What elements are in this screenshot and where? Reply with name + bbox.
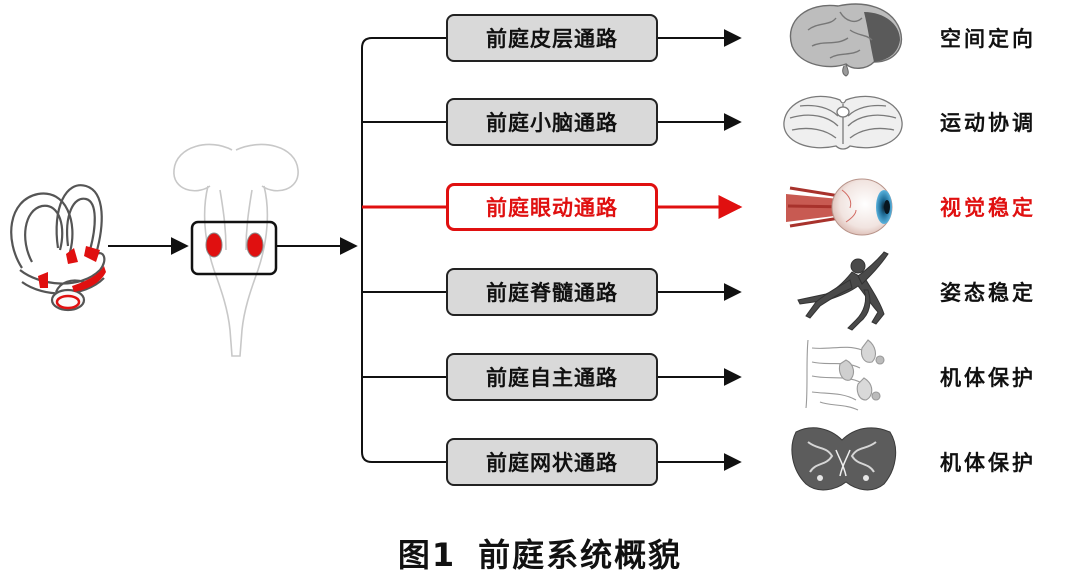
vestibular-nucleus-right [246, 232, 264, 258]
function-label-5: 机体保护 [940, 365, 1036, 390]
figure-title: 前庭系统概貌 [478, 536, 683, 574]
eye-icon [786, 178, 893, 236]
branch-trunk [361, 37, 446, 463]
vestibular-nuclei-box [190, 220, 278, 276]
figure-number: 图1 [397, 536, 457, 574]
figure-caption: 图1 前庭系统概貌 [0, 528, 1080, 578]
pathway-box-2: 前庭小脑通路 [446, 98, 658, 146]
inner-ear-highlight [38, 246, 106, 310]
function-label-3: 视觉稳定 [940, 195, 1036, 220]
pathway-box-4: 前庭脊髓通路 [446, 268, 658, 316]
pathway-box-6: 前庭网状通路 [446, 438, 658, 486]
pathway-box-1: 前庭皮层通路 [446, 14, 658, 62]
pathway-box-5: 前庭自主通路 [446, 353, 658, 401]
vestibular-nucleus-left [205, 232, 223, 258]
function-label-4: 姿态稳定 [940, 280, 1036, 305]
cerebellum-icon [783, 95, 903, 150]
running-figure-icon [797, 251, 889, 331]
brain-icon [789, 3, 903, 77]
function-label-1: 空间定向 [940, 26, 1036, 51]
function-label-6: 机体保护 [940, 450, 1036, 475]
pathway-box-3: 前庭眼动通路 [446, 183, 658, 231]
brainstem-section-icon [791, 427, 897, 491]
autonomic-nerves-icon [805, 339, 885, 411]
function-label-2: 运动协调 [940, 110, 1036, 135]
